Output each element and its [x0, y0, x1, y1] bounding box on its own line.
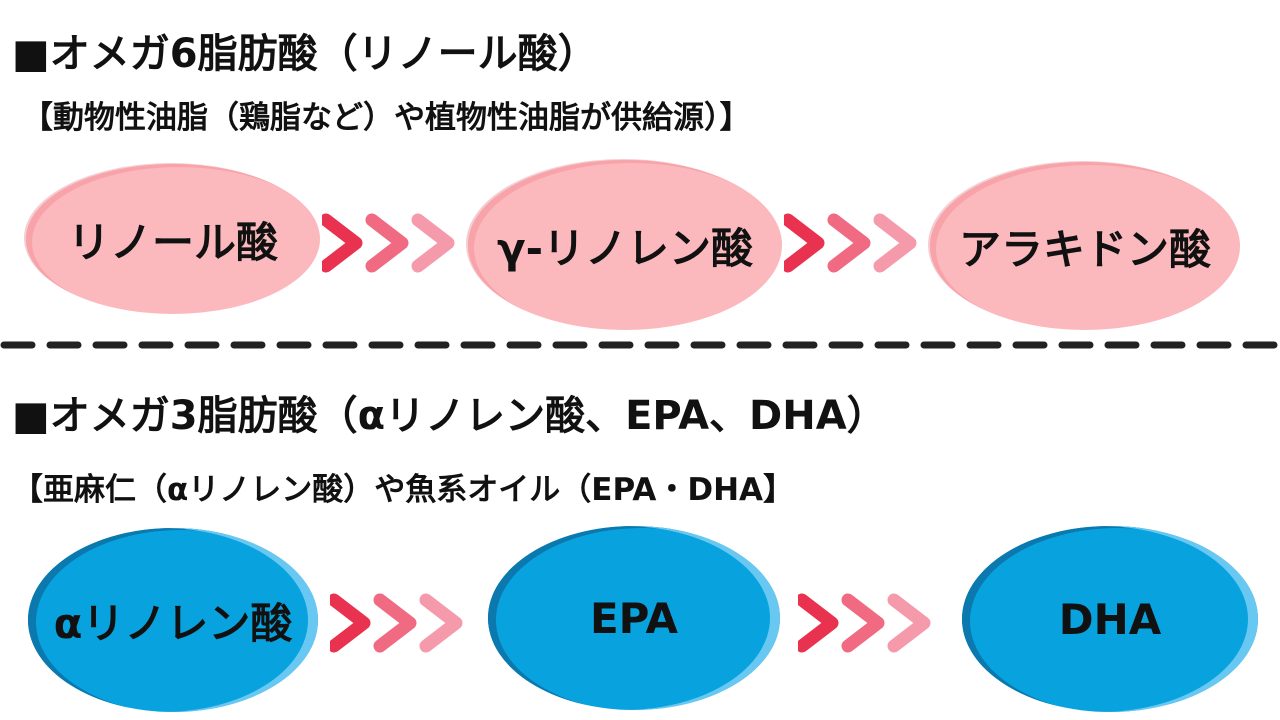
node-epa-label: EPA — [589, 593, 679, 643]
node-dha-label: DHA — [1058, 594, 1162, 644]
node-dha: DHA — [962, 526, 1258, 712]
node-arachidonic-acid: アラキドン酸 — [930, 162, 1240, 330]
arrow-chevron-3 — [873, 213, 917, 273]
arrow-chevron-1 — [798, 593, 839, 653]
omega3-source: 【亜麻仁（αリノレン酸）や魚系オイル（EPA・DHA】 — [12, 472, 795, 508]
node-gamma-linolenic-acid-label: γ-リノレン酸 — [496, 223, 754, 273]
node-arachidonic-acid-label: アラキドン酸 — [958, 224, 1211, 274]
node-alpha-linolenic-acid: αリノレン酸 — [28, 528, 318, 712]
arrow-chevron-2 — [365, 213, 409, 273]
omega6-heading: ■オメガ6脂肪酸（リノール酸） — [12, 31, 598, 77]
arrow-chevron-1 — [784, 213, 825, 273]
chevron-right-triple-icon — [330, 593, 463, 653]
arrow-chevron-2 — [827, 213, 871, 273]
chevron-right-triple-icon — [784, 213, 917, 273]
node-linoleic-acid-label: リノール酸 — [67, 217, 278, 267]
arrow-chevron-3 — [419, 593, 463, 653]
node-alpha-linolenic-acid-label: αリノレン酸 — [53, 598, 293, 648]
node-gamma-linolenic-acid: γ-リノレン酸 — [468, 160, 782, 330]
omega6-source: 【動物性油脂（鶏脂など）や植物性油脂が供給源）】 — [22, 100, 751, 136]
omega3-heading: ■オメガ3脂肪酸（αリノレン酸、EPA、DHA） — [12, 393, 887, 439]
node-linoleic-acid: リノール酸 — [26, 164, 320, 314]
node-epa: EPA — [488, 526, 780, 710]
arrow-chevron-2 — [373, 593, 417, 653]
arrow-chevron-3 — [887, 593, 931, 653]
chevron-right-triple-icon — [322, 213, 455, 273]
arrow-chevron-1 — [330, 593, 371, 653]
arrow-chevron-1 — [322, 213, 363, 273]
arrow-chevron-2 — [841, 593, 885, 653]
section-divider — [0, 341, 1280, 349]
chevron-right-triple-icon — [798, 593, 931, 653]
arrow-chevron-3 — [411, 213, 455, 273]
